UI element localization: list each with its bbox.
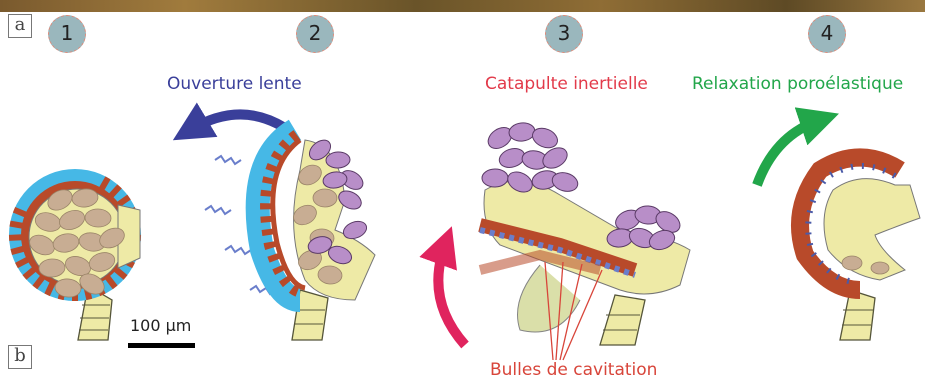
launched-spore [482, 169, 508, 187]
launched-spore [508, 122, 536, 143]
launched-spore [539, 144, 571, 173]
catapult-arrow [438, 245, 465, 345]
sporangium-opening [190, 114, 375, 340]
spore [313, 189, 337, 207]
scale-bar [128, 343, 195, 348]
sporangium-closed [9, 169, 141, 340]
sporangium-relaxation [757, 120, 920, 340]
stalk-3 [600, 295, 645, 345]
slow-opening-arrow [190, 114, 285, 130]
sporangium-catapult [438, 122, 690, 360]
